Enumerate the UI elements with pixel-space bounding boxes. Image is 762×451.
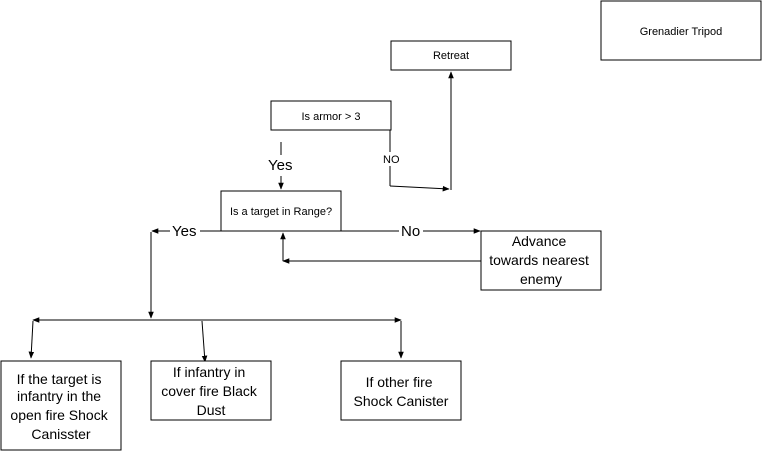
edge-armor-no: NO	[382, 71, 454, 192]
edge-label-range-no: No	[401, 223, 420, 240]
node-other-fire: If other fire Shock Canister	[340, 360, 462, 421]
node-advance-label: Advance towards nearest enemy	[489, 233, 593, 287]
edge-range-yes: Yes	[148, 222, 221, 319]
node-retreat: Retreat	[390, 40, 512, 71]
edge-label-range-yes: Yes	[172, 223, 196, 240]
node-armor-check-label: Is armor > 3	[302, 111, 361, 123]
node-retreat-label: Retreat	[433, 50, 469, 62]
edge-advance-loop	[280, 232, 481, 264]
edge-label-armor-no: NO	[383, 154, 400, 166]
edge-range-no: No	[341, 222, 481, 240]
node-title: Grenadier Tripod	[600, 0, 762, 61]
node-cover-fire-label: If infantry in cover fire Black Dust	[161, 364, 261, 418]
node-other-fire-label: If other fire Shock Canister	[354, 374, 449, 409]
node-advance: Advance towards nearest enemy	[480, 230, 602, 291]
edge-branch-bus	[28, 317, 404, 363]
node-range-check: Is a target in Range?	[220, 190, 342, 232]
node-range-check-label: Is a target in Range?	[230, 206, 332, 218]
node-title-label: Grenadier Tripod	[640, 26, 723, 38]
node-open-fire: If the target is infantry in the open fi…	[0, 360, 122, 451]
edge-label-armor-yes: Yes	[268, 157, 292, 174]
node-cover-fire: If infantry in cover fire Black Dust	[150, 360, 272, 421]
edge-armor-yes: Yes	[268, 142, 292, 190]
node-armor-check: Is armor > 3	[270, 100, 392, 131]
node-open-fire-label: If the target is infantry in the open fi…	[10, 371, 111, 442]
